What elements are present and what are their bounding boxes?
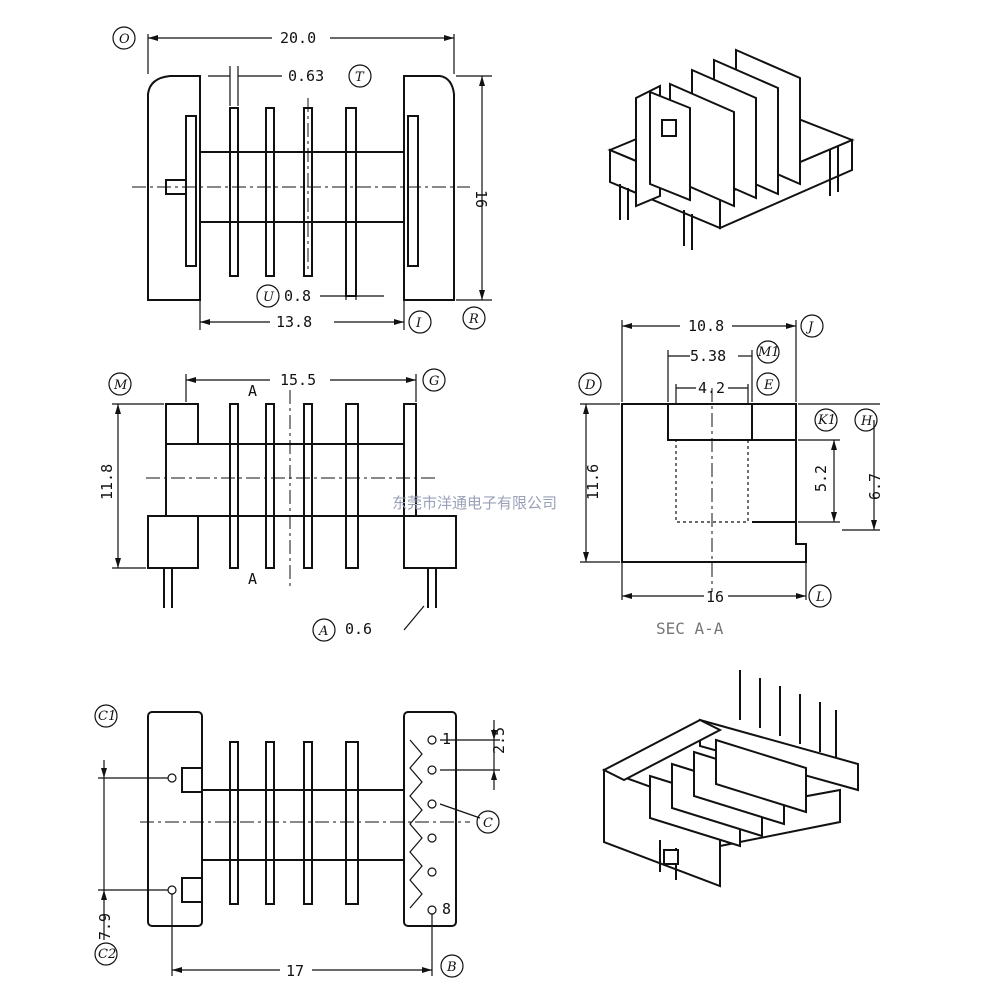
bottom-view: 1 8 2.5 7.9 17 C1 C C2 B xyxy=(94,704,508,980)
label-a: A xyxy=(318,624,328,639)
dim-height-116: 11.6 xyxy=(584,464,602,500)
label-l: L xyxy=(815,590,825,605)
label-o: O xyxy=(119,32,130,47)
label-m1: M1 xyxy=(757,345,780,360)
label-j: J xyxy=(805,320,814,335)
label-r: R xyxy=(468,312,479,327)
section-mark-bottom: A xyxy=(248,570,257,588)
watermark: 东莞市洋通电子有限公司 xyxy=(392,494,557,512)
left-flange xyxy=(147,75,201,301)
right-flange xyxy=(403,75,455,301)
section-title: SEC A-A xyxy=(656,619,724,638)
dim-mid-538: 5.38 xyxy=(690,347,726,365)
partition-4 xyxy=(345,107,357,297)
dim-length-155: 15.5 xyxy=(280,371,316,389)
section-view: 10.8 5.38 4.2 11.6 5.2 6.7 16 SE xyxy=(578,314,884,638)
label-h: H xyxy=(860,414,873,429)
label-m: M xyxy=(113,378,128,393)
pin-number-first: 1 xyxy=(442,730,451,748)
top-view: 20.0 0.63 16 0.8 13.8 O T U I R xyxy=(112,26,492,334)
label-e: E xyxy=(763,378,774,393)
isometric-view-bottom xyxy=(601,670,859,888)
pin-number-last: 8 xyxy=(442,900,451,918)
isometric-view-top xyxy=(607,48,855,250)
dim-window-67: 6.7 xyxy=(866,473,884,500)
section-mark-top: A xyxy=(248,382,257,400)
label-i: I xyxy=(415,316,422,331)
partition-2 xyxy=(265,107,275,277)
dim-height-118: 11.8 xyxy=(98,464,116,500)
label-b: B xyxy=(446,960,457,975)
front-view: 15.5 11.8 A A 0.6 M G A xyxy=(98,368,457,642)
dim-inner-42: 4.2 xyxy=(698,379,725,397)
label-k1: K1 xyxy=(817,413,836,428)
dim-pin-06: 0.6 xyxy=(345,620,372,638)
dim-row-79: 7.9 xyxy=(96,913,114,940)
dim-span-17: 17 xyxy=(286,962,304,980)
label-t: T xyxy=(355,70,365,85)
partition-1 xyxy=(229,107,239,277)
label-c2: C2 xyxy=(98,947,116,962)
dim-slot-08: 0.8 xyxy=(284,287,311,305)
dim-pin-063: 0.63 xyxy=(288,67,324,85)
fv-partition-3 xyxy=(303,403,313,569)
label-u: U xyxy=(263,290,275,305)
dim-window-52: 5.2 xyxy=(812,465,830,492)
label-g: G xyxy=(429,374,439,389)
label-d: D xyxy=(584,378,596,393)
dim-inner-138: 13.8 xyxy=(276,313,312,331)
fv-partition-1 xyxy=(229,403,239,569)
dim-bottom-16: 16 xyxy=(706,588,724,606)
dim-top-108: 10.8 xyxy=(688,317,724,335)
dim-width-20: 20.0 xyxy=(280,29,316,47)
label-c1: C1 xyxy=(98,709,116,724)
fv-partition-4 xyxy=(345,403,359,569)
label-c: C xyxy=(483,816,493,831)
fv-partition-2 xyxy=(265,403,275,569)
dim-pitch-25: 2.5 xyxy=(490,727,508,754)
dim-height-16: 16 xyxy=(472,190,490,208)
